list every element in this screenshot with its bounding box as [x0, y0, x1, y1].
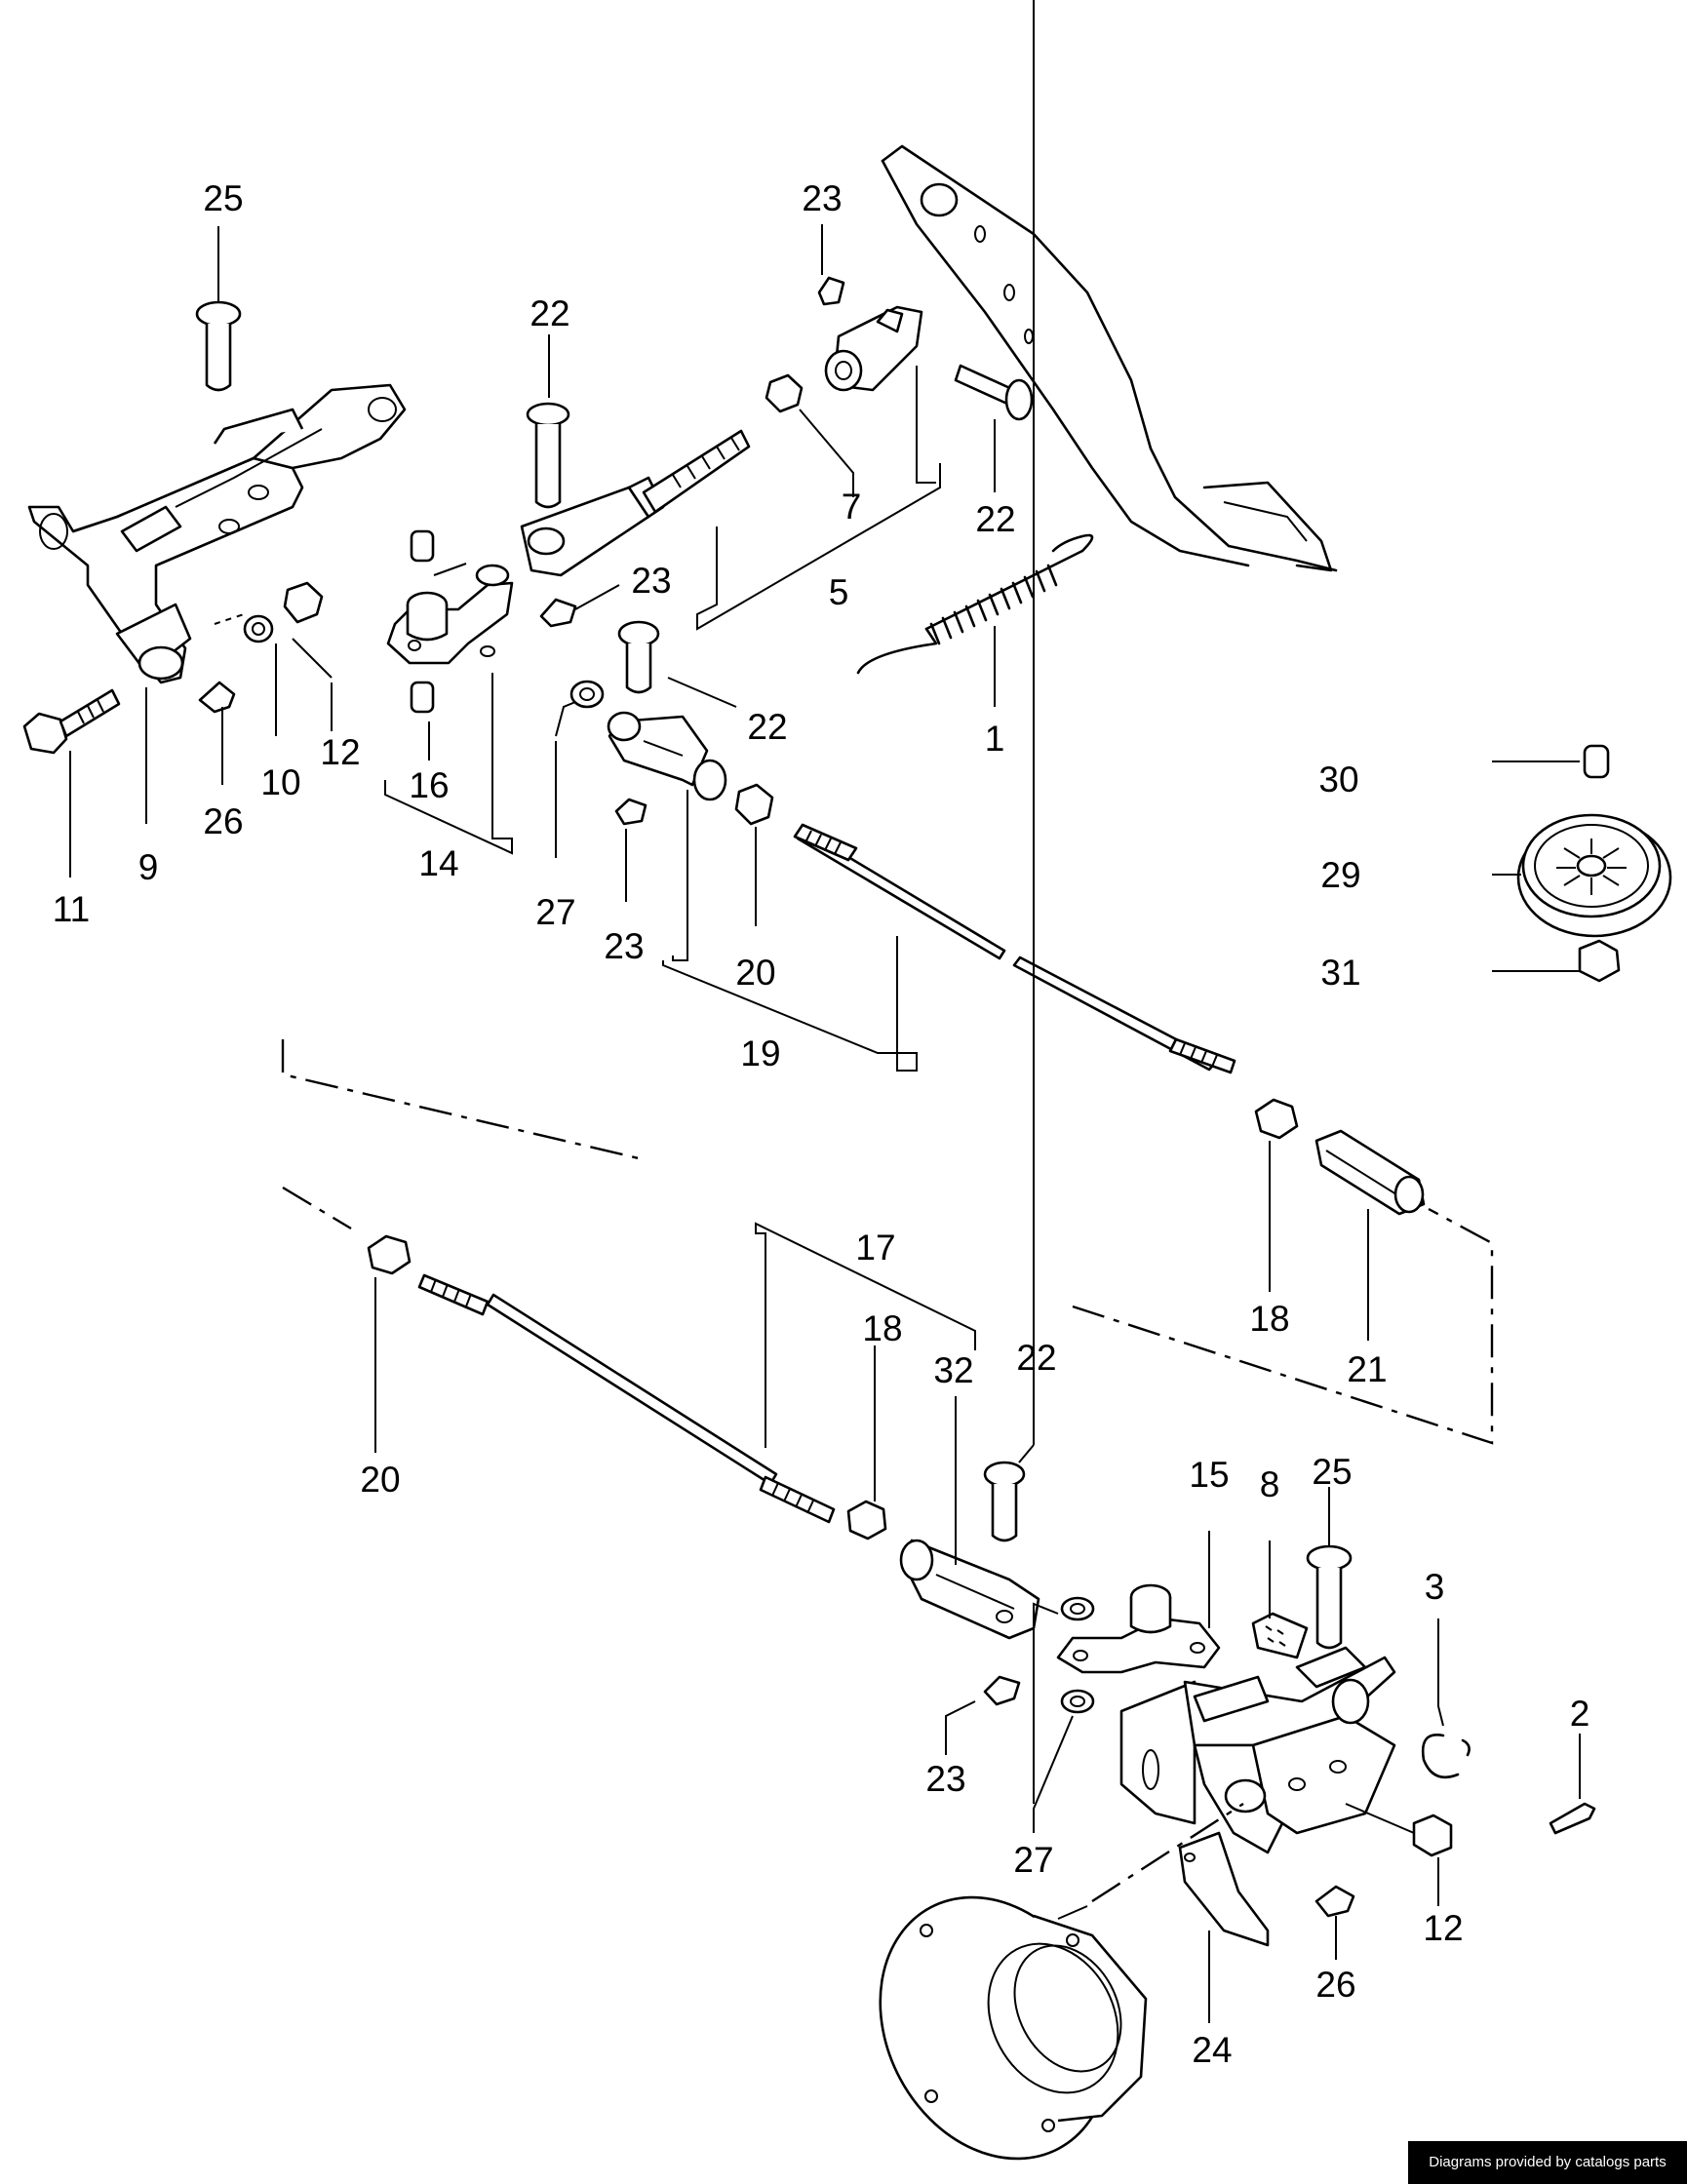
label-23-a: 23 — [631, 561, 671, 601]
pin-25-lower — [1306, 1544, 1353, 1650]
nut-18-upper — [1254, 1098, 1299, 1140]
credit-banner: Diagrams provided by catalogs parts — [1408, 2141, 1687, 2184]
label-23-top: 23 — [802, 178, 842, 218]
clevis-top — [824, 305, 923, 392]
rod-lower — [417, 1273, 836, 1524]
pulley-29 — [1516, 813, 1672, 938]
label-32: 32 — [933, 1350, 973, 1390]
pin-22-a — [526, 402, 570, 509]
washer-27-lower-a — [1060, 1596, 1095, 1621]
label-26-left: 26 — [203, 801, 243, 841]
nut-31 — [1578, 939, 1621, 983]
pin-22-d — [983, 1461, 1026, 1542]
assembly-line-lower — [1072, 1207, 1494, 1445]
clevis-32 — [899, 1539, 1040, 1640]
spring-1 — [856, 533, 1094, 675]
coupling-21 — [1314, 1129, 1426, 1216]
bolt-11 — [22, 688, 121, 755]
label-12-lower: 12 — [1423, 1908, 1463, 1948]
label-9: 9 — [138, 847, 159, 887]
label-18-upper: 18 — [1249, 1299, 1289, 1339]
nut-18-lower — [846, 1500, 887, 1540]
label-11: 11 — [53, 889, 90, 929]
clip-23-b — [614, 798, 647, 826]
assembly-line-nut — [282, 1186, 352, 1230]
pin-25-top — [195, 300, 242, 392]
nut-20-upper — [734, 783, 774, 826]
label-24: 24 — [1192, 2030, 1232, 2070]
nut-12-left — [283, 581, 324, 624]
clip-26-left — [198, 681, 236, 714]
lever-14 — [386, 529, 514, 714]
nut-12-lower — [1412, 1814, 1453, 1857]
callout-labels: 25 22 23 5 7 22 1 23 22 12 10 9 26 11 16… — [53, 178, 1590, 2070]
label-10: 10 — [260, 762, 300, 802]
clip-23-top — [817, 276, 845, 306]
bushing-30 — [1583, 744, 1610, 779]
clevis-19 — [607, 711, 727, 801]
leader-lines — [69, 0, 1581, 2023]
pad-8 — [1251, 1612, 1309, 1659]
pin-22-b — [954, 364, 1034, 421]
label-2: 2 — [1570, 1694, 1590, 1734]
label-18-lower: 18 — [862, 1308, 902, 1348]
label-26-lower: 26 — [1315, 1965, 1355, 2005]
clip-26-lower — [1314, 1885, 1355, 1918]
label-1: 1 — [985, 719, 1005, 759]
label-5: 5 — [829, 572, 849, 612]
axis-line — [1091, 1802, 1244, 1903]
lever-15 — [1056, 1583, 1221, 1674]
left-bracket — [27, 383, 407, 684]
clevis-5 — [520, 429, 751, 577]
label-12-left: 12 — [320, 732, 360, 772]
washer-27 — [569, 680, 605, 709]
label-27-lower: 27 — [1013, 1840, 1053, 1880]
pedal-lever — [881, 144, 1338, 572]
label-19: 19 — [740, 1034, 780, 1073]
label-14: 14 — [418, 843, 458, 883]
assembly-line-upper — [281, 1039, 640, 1160]
label-22-c: 22 — [747, 707, 787, 747]
label-31: 31 — [1320, 953, 1360, 993]
label-8: 8 — [1260, 1464, 1280, 1504]
washer-27-lower-b — [1060, 1689, 1095, 1714]
label-29: 29 — [1320, 855, 1360, 895]
label-21: 21 — [1347, 1349, 1387, 1389]
label-7: 7 — [842, 487, 862, 526]
label-3: 3 — [1425, 1567, 1445, 1607]
label-25-lower: 25 — [1312, 1452, 1352, 1492]
label-23-c: 23 — [925, 1759, 965, 1799]
split-pin-2 — [1549, 1802, 1596, 1835]
label-17: 17 — [855, 1228, 895, 1268]
rod-upper — [793, 823, 1236, 1074]
label-16: 16 — [409, 765, 449, 805]
clip-23-c — [983, 1675, 1021, 1706]
label-20-upper: 20 — [735, 953, 775, 993]
label-25-top: 25 — [203, 178, 243, 218]
nut-20-lower — [367, 1234, 412, 1275]
flange-housing — [879, 1895, 1148, 2161]
washer-10 — [243, 614, 274, 644]
circlip-3 — [1421, 1734, 1460, 1779]
label-22-a: 22 — [530, 293, 569, 333]
label-22-b: 22 — [975, 499, 1015, 539]
label-22-d: 22 — [1016, 1338, 1056, 1378]
label-27-upper: 27 — [535, 892, 575, 932]
clip-23-a — [539, 598, 577, 628]
lower-bracket-24 — [1119, 1646, 1396, 1947]
pin-22-c — [617, 620, 660, 694]
nut-7 — [765, 373, 804, 413]
label-20-lower: 20 — [360, 1460, 400, 1500]
label-30: 30 — [1318, 760, 1358, 800]
label-23-b: 23 — [604, 926, 644, 966]
label-15: 15 — [1189, 1455, 1229, 1495]
